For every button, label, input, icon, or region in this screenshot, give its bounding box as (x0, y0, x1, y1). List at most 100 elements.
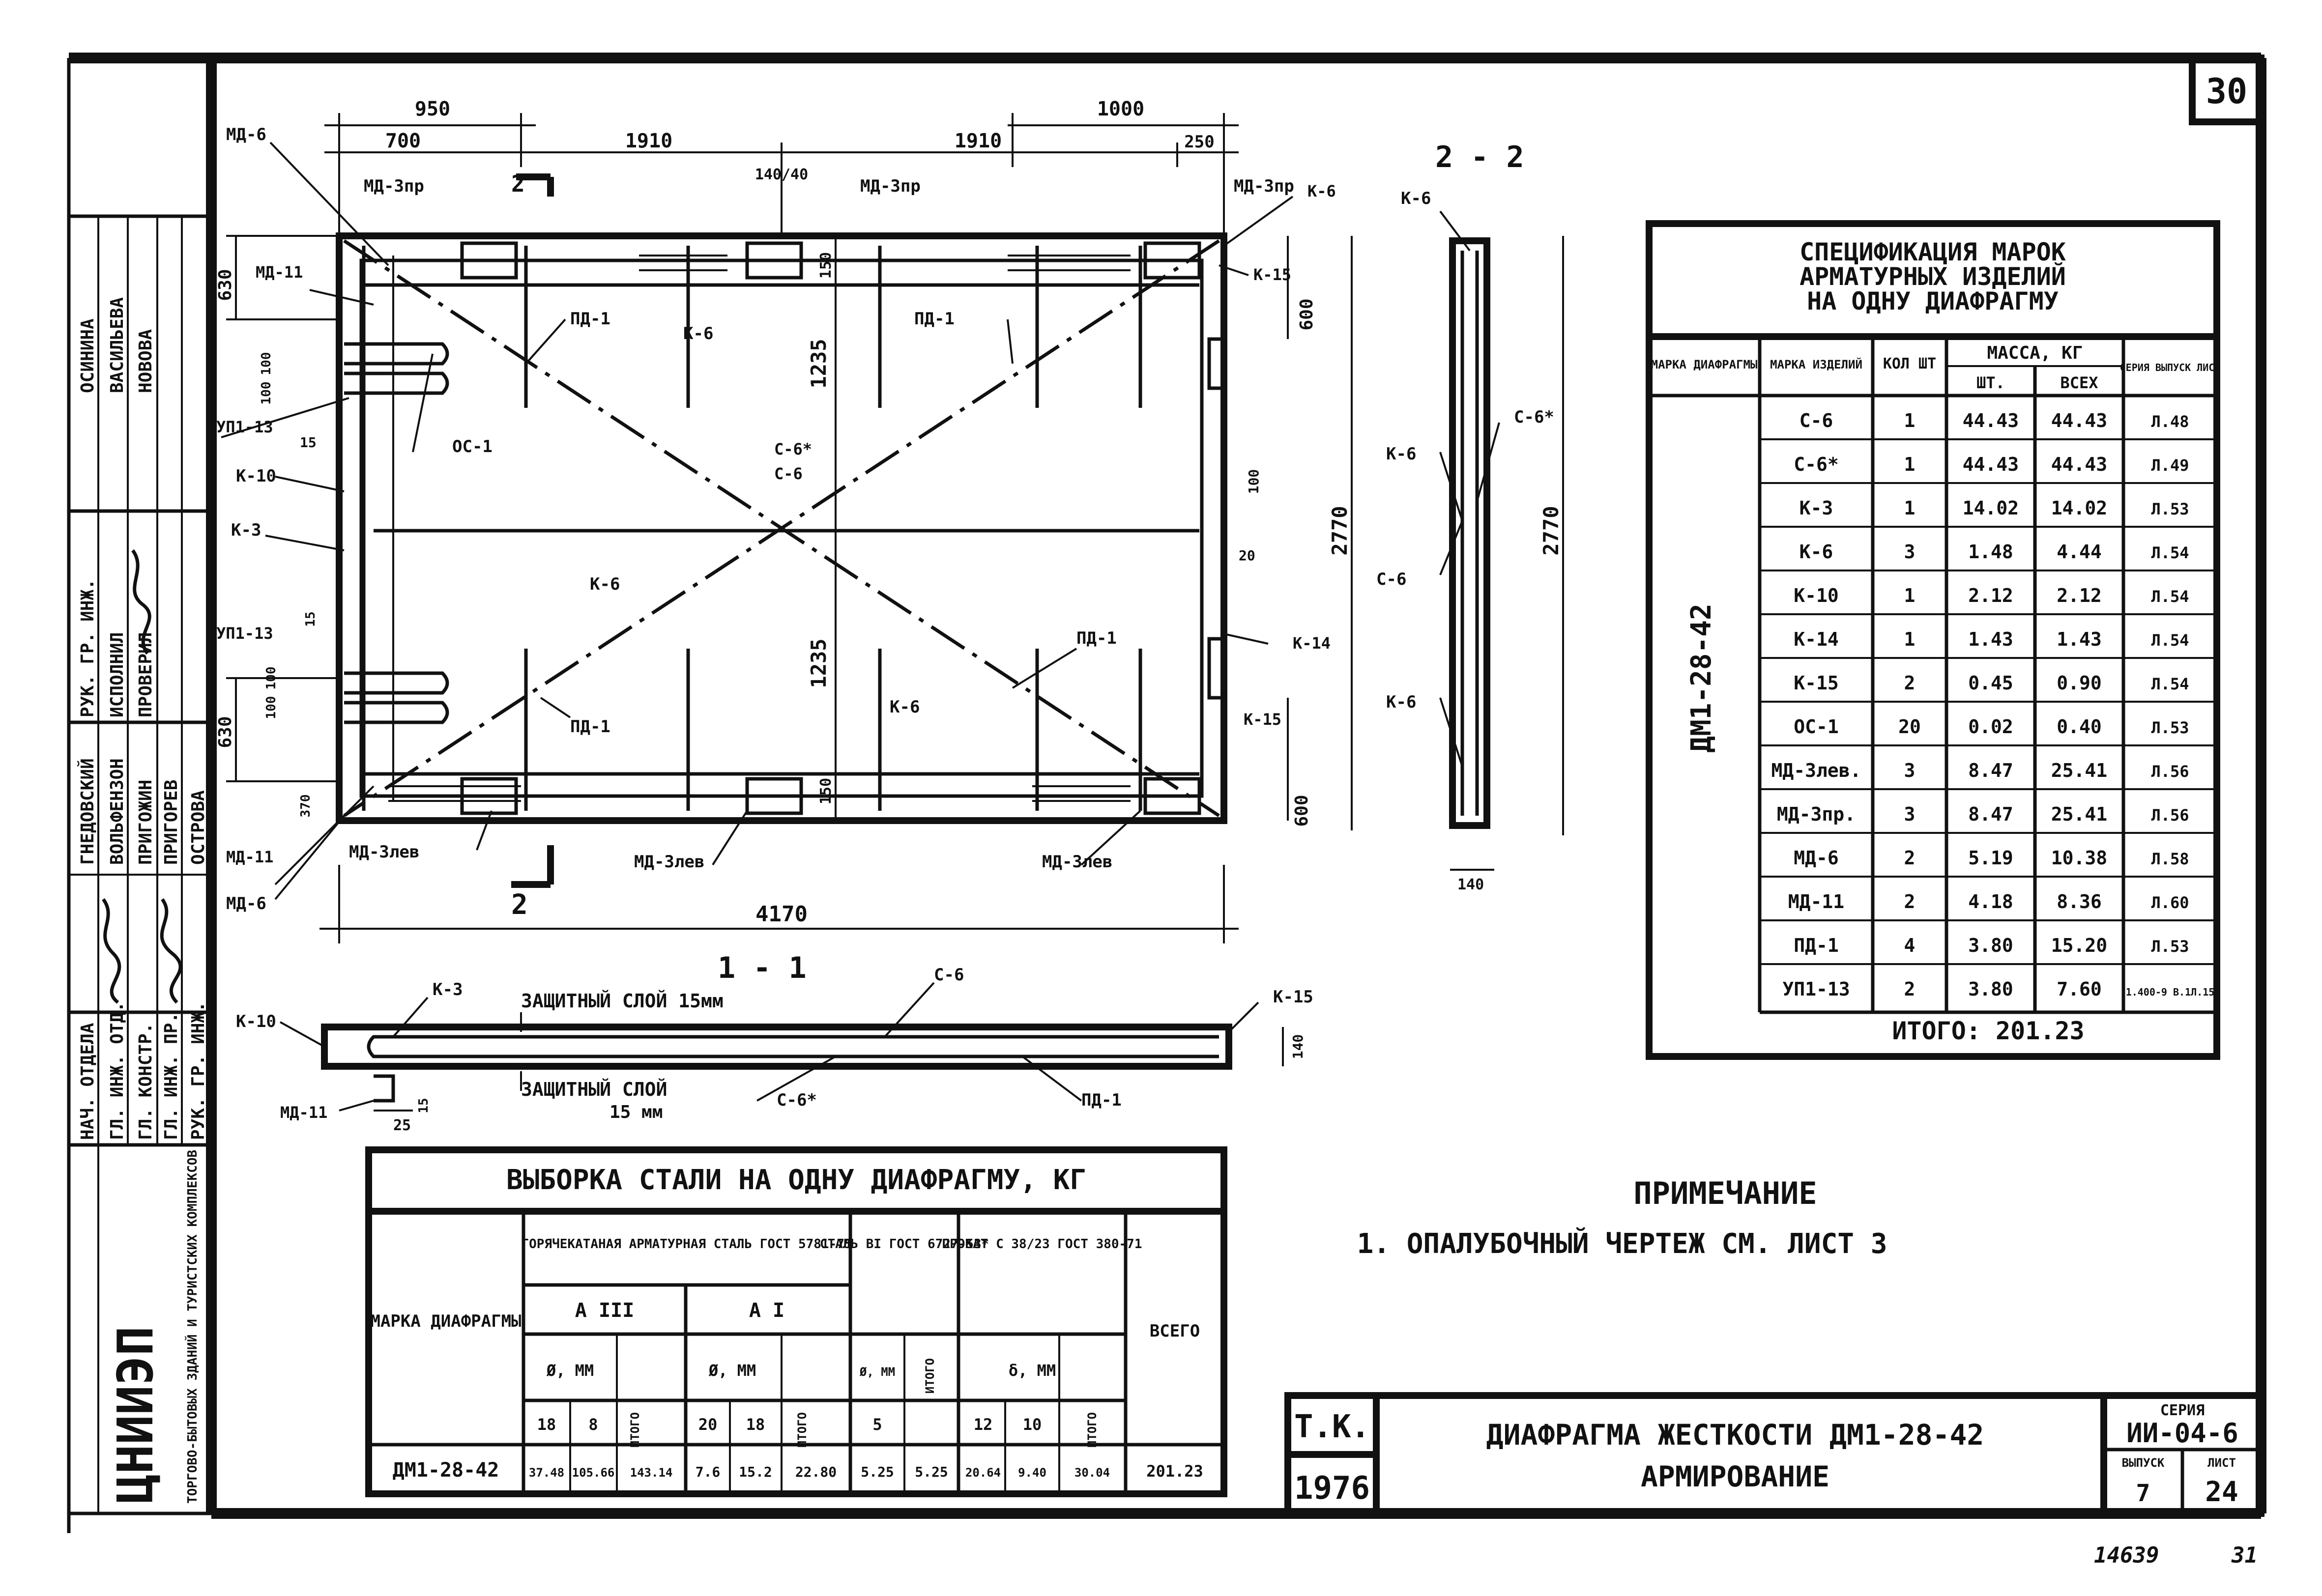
steel-row-v4: 7.6 (696, 1464, 721, 1480)
spec-cell: 0.90 (2057, 672, 2102, 694)
label-up13-bot: УП1-13 (216, 624, 273, 643)
s11-cover-top: ЗАЩИТНЫЙ СЛОЙ 15мм (521, 990, 724, 1012)
dim-370: 370 (298, 795, 313, 818)
stamp-name-8: НОВОВА (136, 329, 156, 393)
spec-cell: 3.80 (1968, 978, 2013, 1000)
steel-row-v2: 105.66 (572, 1466, 615, 1480)
section-mark-top: 2 (511, 171, 525, 197)
dim-2770-plan: 2770 (1328, 506, 1352, 555)
tb-issue-label: ВЫПУСК (2122, 1456, 2165, 1470)
label-pd1-b: ПД-1 (914, 309, 955, 329)
signature-1 (160, 898, 182, 1004)
spec-cell: Л.53 (2151, 937, 2189, 956)
s11-label-pd1: ПД-1 (1081, 1090, 1122, 1110)
dim-150-b: 150 (817, 778, 835, 804)
spec-cell: 44.43 (2051, 454, 2107, 475)
dim-630-bot: 630 (215, 716, 235, 748)
spec-cell: К-14 (1794, 628, 1839, 650)
spec-cell: Л.54 (2151, 631, 2189, 650)
spec-cell: 1.43 (1968, 628, 2013, 650)
spec-cell: 10.38 (2051, 847, 2107, 869)
tb-year: 1976 (1294, 1470, 1370, 1507)
spec-cell: 7.60 (2057, 978, 2102, 1000)
steel-itogo-3: ИТОГО (923, 1358, 937, 1394)
stamp-role-7: ИСПОЛНИЛ (107, 632, 127, 717)
note-block: ПРИМЕЧАНИЕ 1. ОПАЛУБОЧНЫЙ ЧЕРТЕЖ СМ. ЛИС… (1357, 1175, 1887, 1260)
steel-itogo-4: ИТОГО (1085, 1412, 1099, 1448)
label-md11-bot: МД-11 (226, 848, 273, 866)
dim-700: 700 (385, 130, 421, 152)
spec-cell: 2 (1904, 891, 1916, 912)
steel-size-5: 5 (872, 1415, 882, 1434)
section-mark-bot: 2 (511, 889, 528, 921)
tb-title1: ДИАФРАГМА ЖЕСТКОСТИ ДМ1-28-42 (1486, 1418, 1984, 1452)
label-k15-a: К-15 (1253, 265, 1291, 284)
stamp-role-4: ГЛ. ИНЖ. ПР. (161, 1012, 181, 1140)
dim-20: 20 (1239, 547, 1255, 564)
label-oc1: ОС-1 (452, 437, 493, 456)
tb-tk: Т.К. (1294, 1409, 1370, 1445)
stamp-org: ЦНИИЭП (107, 1326, 164, 1504)
steel-row-v5: 15.2 (739, 1464, 772, 1480)
tb-sheet-label: ЛИСТ (2207, 1456, 2236, 1470)
page-number-box: 30 (2189, 55, 2264, 125)
spec-cell: 25.41 (2051, 760, 2107, 781)
spec-cell: МД-6 (1794, 847, 1839, 869)
signature-3 (102, 898, 121, 1004)
spec-cell: 3 (1904, 760, 1916, 781)
label-md11-top: МД-11 (256, 263, 303, 282)
stamp-org-sub: ТОРГОВО-БЫТОВЫХ ЗДАНИЙ И ТУРИСТСКИХ КОМП… (184, 1150, 200, 1504)
spec-cell: МД-3пр. (1777, 803, 1856, 825)
spec-cell: 14.02 (2051, 497, 2107, 519)
label-k3: К-3 (231, 520, 261, 540)
label-k6-b: К-6 (590, 574, 620, 594)
title-block: Т.К. 1976 ДИАФРАГМА ЖЕСТКОСТИ ДМ1-28-42 … (1284, 1392, 2264, 1517)
s11-label-md11: МД-11 (280, 1103, 327, 1122)
s11-label-c6star: С-6* (777, 1090, 817, 1110)
s11-cover-bot-1: ЗАЩИТНЫЙ СЛОЙ (521, 1079, 667, 1100)
label-md3lev-c: МД-3лев (1042, 852, 1112, 872)
spec-cell: 1 (1904, 454, 1916, 475)
spec-cell: УП1-13 (1782, 978, 1850, 1000)
dim-1235-b: 1235 (807, 638, 831, 688)
spec-cell: 44.43 (1963, 410, 2019, 431)
spec-cell: 1 (1904, 410, 1916, 431)
spec-cell: 25.41 (2051, 803, 2107, 825)
spec-cell: Л.49 (2151, 456, 2189, 475)
label-k6-c: К-6 (890, 697, 920, 717)
stamp-role-8: ПРОВЕРИЛ (136, 632, 156, 717)
s22-label-k6-bot: К-6 (1386, 692, 1416, 712)
label-c6star-plan: С-6* (774, 440, 812, 458)
spec-cell: 15.20 (2051, 935, 2107, 956)
spec-title-1: СПЕЦИФИКАЦИЯ МАРОК (1800, 238, 2066, 266)
steel-row-v1: 37.48 (529, 1466, 564, 1480)
stamp-role-1: НАЧ. ОТДЕЛА (78, 1023, 98, 1140)
stamp-name-3: ПРИГОЖИН (136, 780, 156, 865)
stamp-role-5: РУК. ГР. ИНЖ. (188, 1001, 208, 1140)
spec-cell: Л.58 (2151, 850, 2189, 868)
s11-label-c6: С-6 (934, 965, 964, 985)
stamp-name-1: ГНЕДОВСКИЙ (77, 758, 98, 865)
label-pd1-d: ПД-1 (570, 717, 610, 737)
label-k15-b: К-15 (1244, 710, 1281, 729)
tb-issue: 7 (2136, 1480, 2150, 1507)
dim-100-right: 100 (1246, 469, 1262, 494)
s22-label-k6-mid: К-6 (1386, 444, 1416, 464)
dim-140: 140/40 (755, 166, 808, 183)
s22-label-c6: С-6 (1376, 570, 1406, 589)
s11-cover-bot-2: 15 мм (610, 1102, 663, 1122)
s11-label-k3: К-3 (433, 980, 463, 999)
spec-cell: 4 (1904, 935, 1916, 956)
s22-label-k6-top: К-6 (1401, 189, 1431, 208)
label-pd1-a: ПД-1 (570, 309, 610, 329)
spec-cell: 1.43 (2057, 628, 2102, 650)
signature-2 (131, 549, 151, 655)
s11-dim-140: 140 (1290, 1034, 1306, 1059)
bottom-number-2: 31 (2231, 1543, 2258, 1568)
dim-600-bot: 600 (1292, 795, 1312, 826)
spec-cell: К-15 (1794, 672, 1839, 694)
spec-total: ИТОГО: 201.23 (1892, 1017, 2084, 1045)
dim-250: 250 (1184, 132, 1214, 152)
spec-cell: МД-3лев. (1771, 760, 1861, 781)
steel-size-10: 10 (1023, 1415, 1042, 1434)
